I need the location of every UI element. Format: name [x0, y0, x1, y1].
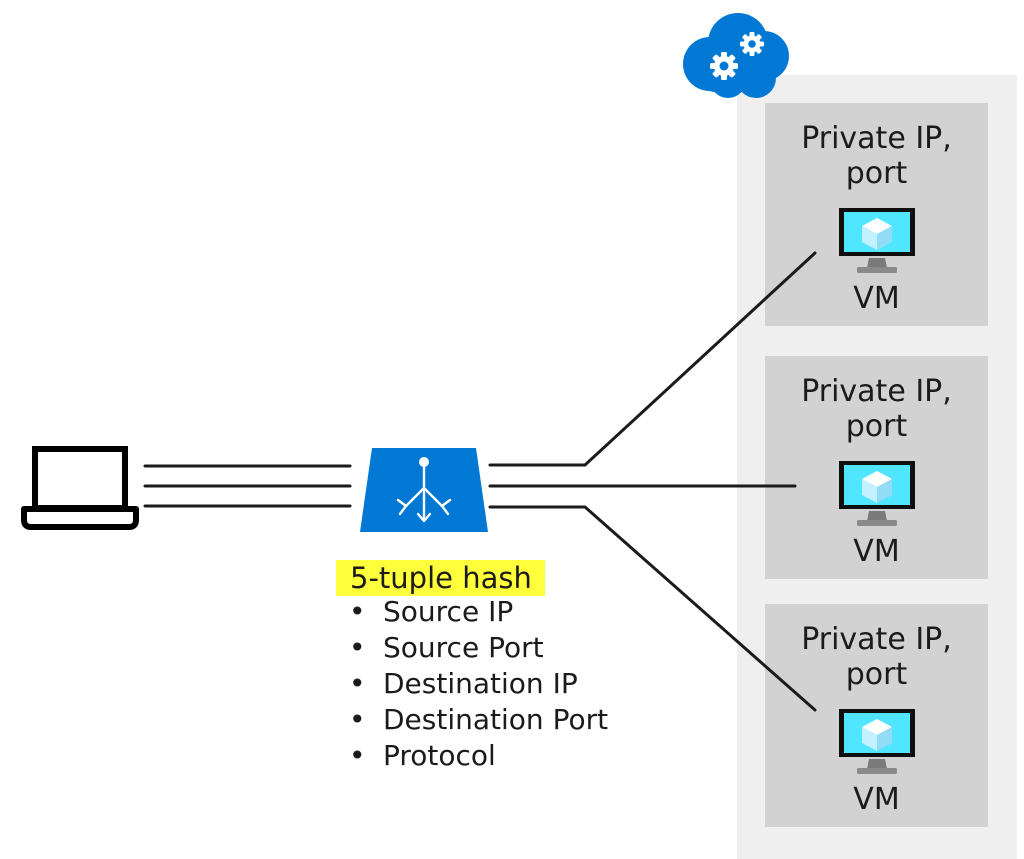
vm-box-3: Private IP, port VM — [765, 604, 988, 827]
vm-title-line2: port — [845, 409, 908, 444]
hash-field: Protocol — [383, 739, 496, 772]
vm-caption: VM — [853, 782, 900, 817]
vm-caption: VM — [853, 281, 900, 316]
cloud-services-icon — [683, 13, 789, 98]
hash-field: Destination Port — [383, 703, 609, 736]
vm-box-2: Private IP, port VM — [765, 356, 988, 579]
bullet: • — [349, 739, 366, 772]
virtual-machine-icon — [839, 461, 915, 526]
vm-title-line1: Private IP, — [801, 622, 952, 657]
backend-line-vm-1 — [488, 251, 817, 467]
vm-title-line2: port — [845, 156, 908, 191]
vm-title-line1: Private IP, — [801, 121, 952, 156]
vm-caption: VM — [853, 534, 900, 569]
virtual-machine-icon — [839, 709, 915, 774]
vm-title-line1: Private IP, — [801, 374, 952, 409]
hash-field: Source IP — [383, 595, 514, 628]
vm-title-line2: port — [845, 657, 908, 692]
hash-field: Destination IP — [383, 667, 578, 700]
bullet: • — [349, 667, 366, 700]
laptop-icon — [21, 446, 139, 530]
list-item: • Destination Port — [346, 702, 608, 738]
list-item: • Protocol — [346, 738, 608, 774]
virtual-machine-icon — [839, 208, 915, 273]
hash-field: Source Port — [383, 631, 544, 664]
hash-field-list: •Source IP •Source Port •Destination IP … — [346, 594, 608, 774]
load-balancer-icon — [360, 448, 488, 532]
vm-box-1: Private IP, port VM — [765, 103, 988, 326]
list-item: • Source IP — [346, 594, 608, 630]
bullet: • — [349, 703, 366, 736]
list-item: • Destination IP — [346, 666, 608, 702]
backend-line-vm-3 — [488, 505, 817, 712]
bullet: • — [349, 595, 366, 628]
hash-title: 5-tuple hash — [336, 560, 545, 596]
list-item: • Source Port — [346, 630, 608, 666]
bullet: • — [349, 631, 366, 664]
